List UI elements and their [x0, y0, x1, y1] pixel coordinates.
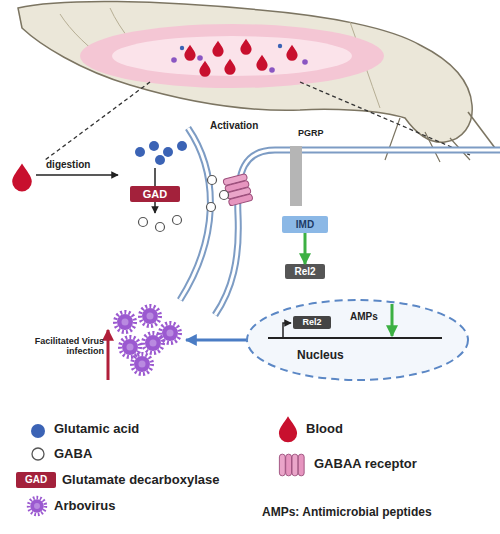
legend-text: GABA: [54, 446, 92, 461]
signal-arrow: [304, 233, 307, 264]
gaba-circle: [139, 218, 148, 227]
gaba-circle: [220, 191, 229, 200]
legend-blood-sample: [279, 416, 297, 442]
mosquito-body: [18, 1, 472, 142]
virus-dot: [302, 59, 308, 65]
blood-drop: [224, 59, 235, 75]
glutamate-dot: [135, 147, 145, 157]
blood-drop: [256, 55, 267, 71]
blood-drop: [184, 45, 195, 61]
cell-membrane: [180, 128, 210, 300]
node-text: PGRP: [298, 128, 324, 138]
blood-drop: [212, 41, 223, 57]
blood-drop: [240, 39, 251, 55]
gaba-circle: [207, 203, 216, 212]
cell-membrane: [215, 150, 500, 315]
legend-virus-sample: [29, 498, 46, 515]
annotation-label: digestion: [46, 159, 116, 171]
glutamate-dot: [149, 141, 159, 151]
effect-arrow: [186, 339, 248, 342]
enzyme-box: GAD: [130, 186, 180, 202]
legend-text: Glutamic acid: [54, 421, 139, 436]
arbovirus: [140, 306, 160, 326]
factor-box: Rel2: [285, 264, 325, 279]
legend-text: Glutamate decarboxylase: [62, 472, 220, 487]
factor-box: Rel2: [293, 316, 331, 329]
arbovirus: [143, 333, 163, 353]
node-text: GAD: [130, 186, 180, 202]
proboscis: [468, 112, 498, 152]
glutamate-dot: [278, 44, 282, 48]
receptor-bar: PGRP: [282, 128, 326, 208]
arbovirus: [115, 312, 135, 332]
legend-swatch: [31, 424, 45, 438]
nucleus-outline: [247, 300, 468, 380]
mosquito-gut: [80, 24, 384, 88]
legend-gaba-sample: [32, 448, 44, 460]
mosquito-gut: [112, 36, 352, 76]
cell-membrane: [215, 150, 500, 315]
zoom-line: [45, 82, 150, 160]
gaba-circle: [156, 223, 165, 232]
legend-text: Arbovirus: [54, 498, 115, 513]
gaba-circle: [208, 176, 217, 185]
glutamate-dot: [180, 46, 184, 50]
blood-drop: [286, 45, 297, 61]
dna-line: [268, 337, 442, 339]
blood-drop: [199, 61, 210, 77]
glutamate-dot: [155, 155, 165, 165]
blood-drop: [12, 163, 32, 191]
gaba-receptor: [223, 173, 253, 206]
signal-box: IMD: [282, 216, 328, 233]
pgrp-bar: [290, 146, 302, 206]
digestion-arrow: [36, 174, 118, 176]
node-text: Nucleus: [297, 348, 344, 362]
nucleus-outline: [245, 298, 470, 382]
annotation-label: GAD: [16, 472, 56, 488]
annotation-label: Facilitated Virus infection: [18, 336, 104, 357]
virus-dot: [197, 55, 203, 61]
zoom-line: [300, 82, 470, 155]
cell-membrane: [180, 128, 210, 300]
promoter-arrow: [283, 323, 291, 338]
glutamate-dot: [163, 147, 173, 157]
glutamate-dot: [177, 141, 187, 151]
node-text: Rel2: [293, 316, 331, 329]
annotation-label: AMPs: [350, 311, 390, 323]
arbovirus: [132, 354, 152, 374]
decrease-arrow: [391, 304, 394, 336]
node-text: IMD: [282, 216, 328, 233]
virus-dot: [171, 57, 177, 63]
annotation-label: AMPs: Antimicrobial peptides: [262, 506, 498, 520]
increase-arrow: [107, 330, 110, 380]
nucleus-ellipse: Nucleus Rel2: [245, 298, 470, 382]
node-text: Rel2: [285, 264, 325, 279]
legend-receptor-sample: [279, 454, 304, 476]
virus-dot: [269, 67, 275, 73]
legend-text: GABAA receptor: [314, 456, 417, 471]
gaba-circle: [173, 216, 182, 225]
annotation-label: Activation: [210, 120, 280, 132]
legend-text: Blood: [306, 421, 343, 436]
